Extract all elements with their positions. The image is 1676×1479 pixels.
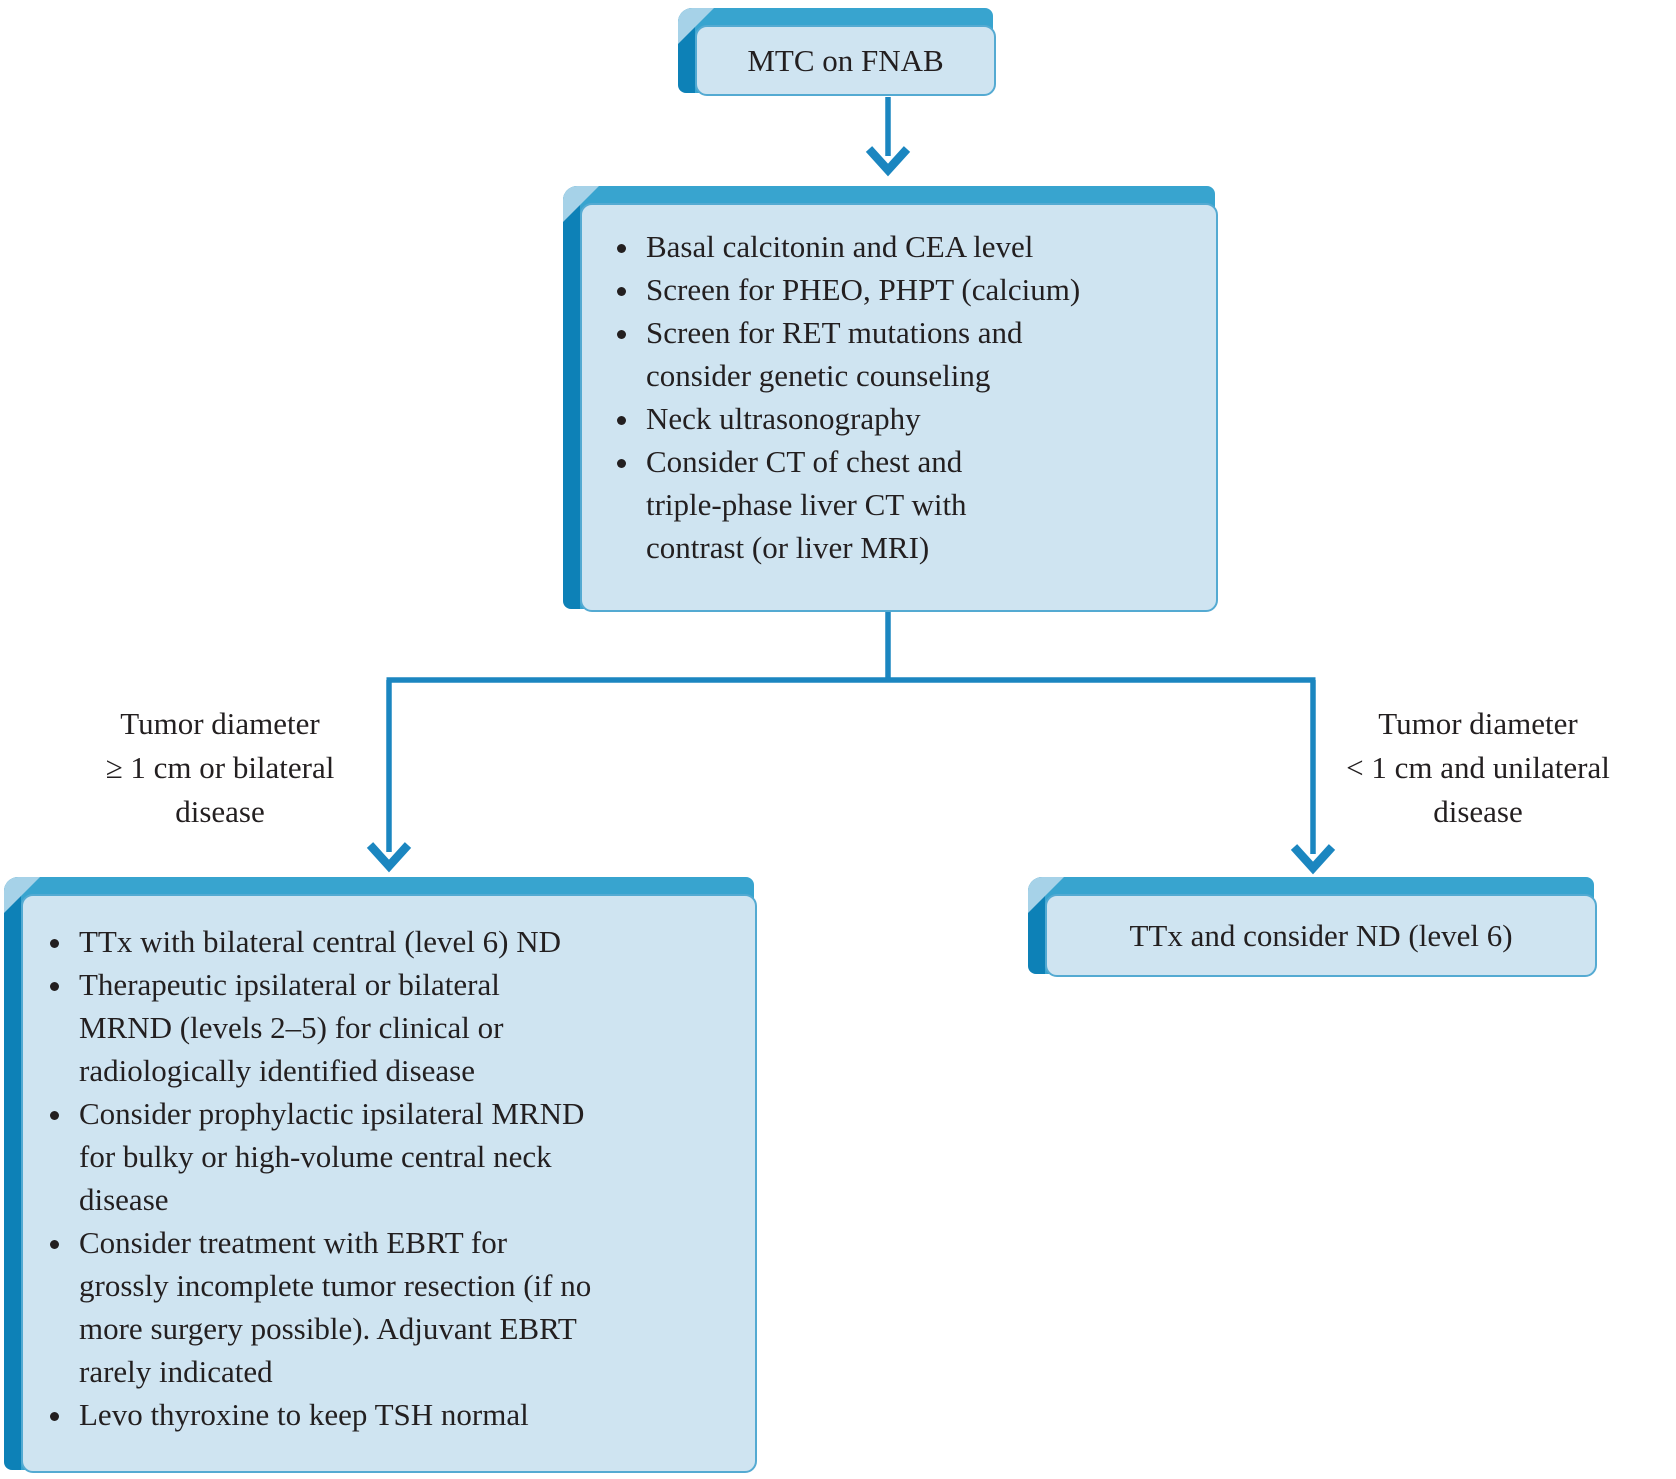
bullet-item: Basal calcitonin and CEA level [642, 225, 1206, 268]
bullet-item: Screen for RET mutations and consider ge… [642, 311, 1206, 397]
node-left-outcome-body: TTx with bilateral central (level 6) NDT… [21, 894, 757, 1473]
arrowhead-left [366, 842, 412, 873]
branch-condition-right: Tumor diameter < 1 cm and unilateral dis… [1346, 706, 1610, 829]
node-right-outcome: TTx and consider ND (level 6) [1028, 877, 1597, 977]
node-workup-body: Basal calcitonin and CEA levelScreen for… [580, 203, 1218, 612]
branch-condition-left: Tumor diameter ≥ 1 cm or bilateral disea… [105, 706, 335, 829]
node-workup: Basal calcitonin and CEA levelScreen for… [563, 186, 1218, 612]
bullet-item: Therapeutic ipsilateral or bilateral MRN… [75, 963, 749, 1092]
bullet-item: Consider prophylactic ipsilateral MRND f… [75, 1092, 749, 1221]
bullet-item: Neck ultrasonography [642, 397, 1206, 440]
workup-bullet-list: Basal calcitonin and CEA levelScreen for… [582, 205, 1216, 569]
bullet-item: Levo thyroxine to keep TSH normal [75, 1393, 749, 1436]
node-right-outcome-label: TTx and consider ND (level 6) [1045, 894, 1597, 977]
bullet-item: TTx with bilateral central (level 6) ND [75, 920, 749, 963]
node-root: MTC on FNAB [678, 8, 996, 96]
node-root-label: MTC on FNAB [695, 25, 996, 96]
bullet-item: Consider treatment with EBRT for grossly… [75, 1221, 749, 1393]
arrowhead-workup [865, 146, 911, 177]
bullet-item: Consider CT of chest and triple-phase li… [642, 440, 1206, 569]
left-outcome-bullet-list: TTx with bilateral central (level 6) NDT… [23, 896, 755, 1436]
arrowhead-right [1290, 844, 1336, 875]
node-left-outcome: TTx with bilateral central (level 6) NDT… [4, 877, 757, 1473]
bullet-item: Screen for PHEO, PHPT (calcium) [642, 268, 1206, 311]
